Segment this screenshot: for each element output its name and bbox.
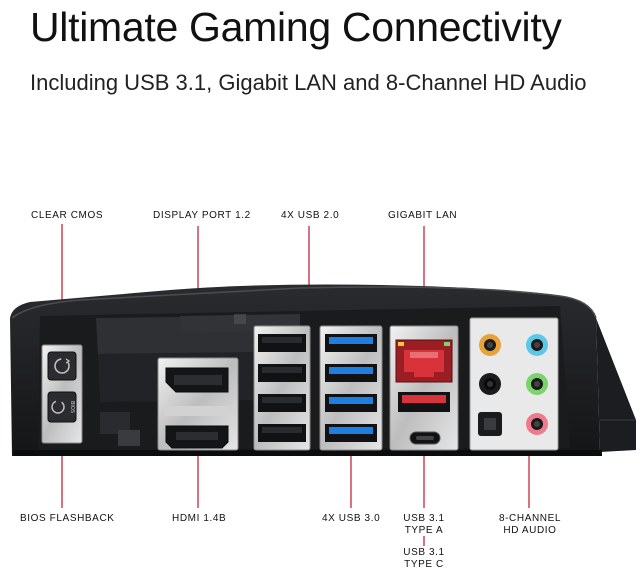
lan-led-left bbox=[398, 342, 404, 346]
label-usb31-type-a: USB 3.1 TYPE A bbox=[400, 513, 448, 537]
label-usb31-type-a-line1: USB 3.1 bbox=[403, 513, 445, 524]
label-usb31-type-c: USB 3.1 TYPE C bbox=[400, 547, 448, 571]
usb31-type-c-port[interactable] bbox=[409, 431, 441, 445]
usb20-port-1[interactable] bbox=[258, 334, 306, 352]
displayport-connector[interactable] bbox=[165, 367, 229, 393]
label-gigabit-lan: GIGABIT LAN bbox=[388, 210, 458, 221]
label-hdmi: HDMI 1.4B bbox=[172, 513, 227, 524]
usb30-bracket bbox=[319, 325, 383, 451]
label-clear-cmos: CLEAR CMOS bbox=[31, 210, 104, 221]
video-bracket-gap bbox=[164, 406, 230, 416]
reset-icon bbox=[54, 358, 71, 374]
audio-jack-black[interactable] bbox=[479, 373, 501, 395]
label-display-port: DISPLAY PORT 1.2 bbox=[153, 210, 251, 221]
bios-flashback-button[interactable]: BIOS bbox=[47, 391, 77, 423]
label-8ch-audio: 8-CHANNEL HD AUDIO bbox=[497, 513, 563, 537]
usb20-bracket bbox=[253, 325, 311, 451]
optical-spdif-out[interactable] bbox=[478, 412, 502, 436]
label-usb30: 4X USB 3.0 bbox=[322, 513, 381, 524]
hdmi-connector[interactable] bbox=[165, 425, 229, 449]
audio-jack-blue[interactable] bbox=[526, 334, 548, 356]
bios-refresh-icon bbox=[51, 400, 65, 414]
gigabit-lan-port[interactable] bbox=[395, 339, 453, 383]
audio-jack-pink[interactable] bbox=[526, 413, 548, 435]
label-8ch-audio-line1: 8-CHANNEL bbox=[498, 513, 562, 524]
bios-button-text: BIOS bbox=[69, 401, 75, 413]
label-bios-flashback: BIOS FLASHBACK bbox=[20, 513, 115, 524]
usb20-port-4[interactable] bbox=[258, 424, 306, 442]
page-subtitle: Including USB 3.1, Gigabit LAN and 8-Cha… bbox=[30, 70, 587, 95]
usb30-port-4[interactable] bbox=[325, 424, 377, 442]
lan-led-right bbox=[444, 342, 450, 346]
audio-jack-orange[interactable] bbox=[479, 334, 501, 356]
label-usb31-type-c-line1: USB 3.1 bbox=[403, 547, 445, 558]
usb20-port-3[interactable] bbox=[258, 394, 306, 412]
usb30-port-3[interactable] bbox=[325, 394, 377, 412]
label-8ch-audio-line2: HD AUDIO bbox=[503, 525, 557, 536]
label-usb31-type-a-line2: TYPE A bbox=[404, 525, 444, 536]
usb20-port-2[interactable] bbox=[258, 364, 306, 382]
usb30-port-2[interactable] bbox=[325, 364, 377, 382]
label-usb20: 4X USB 2.0 bbox=[281, 210, 340, 221]
label-usb31-type-c-line2: TYPE C bbox=[404, 559, 444, 570]
audio-jack-green[interactable] bbox=[526, 373, 548, 395]
page-title: Ultimate Gaming Connectivity bbox=[30, 4, 562, 50]
clear-cmos-button[interactable] bbox=[47, 351, 77, 381]
usb30-port-1[interactable] bbox=[325, 334, 377, 352]
usb31-type-a-port[interactable] bbox=[398, 392, 450, 412]
